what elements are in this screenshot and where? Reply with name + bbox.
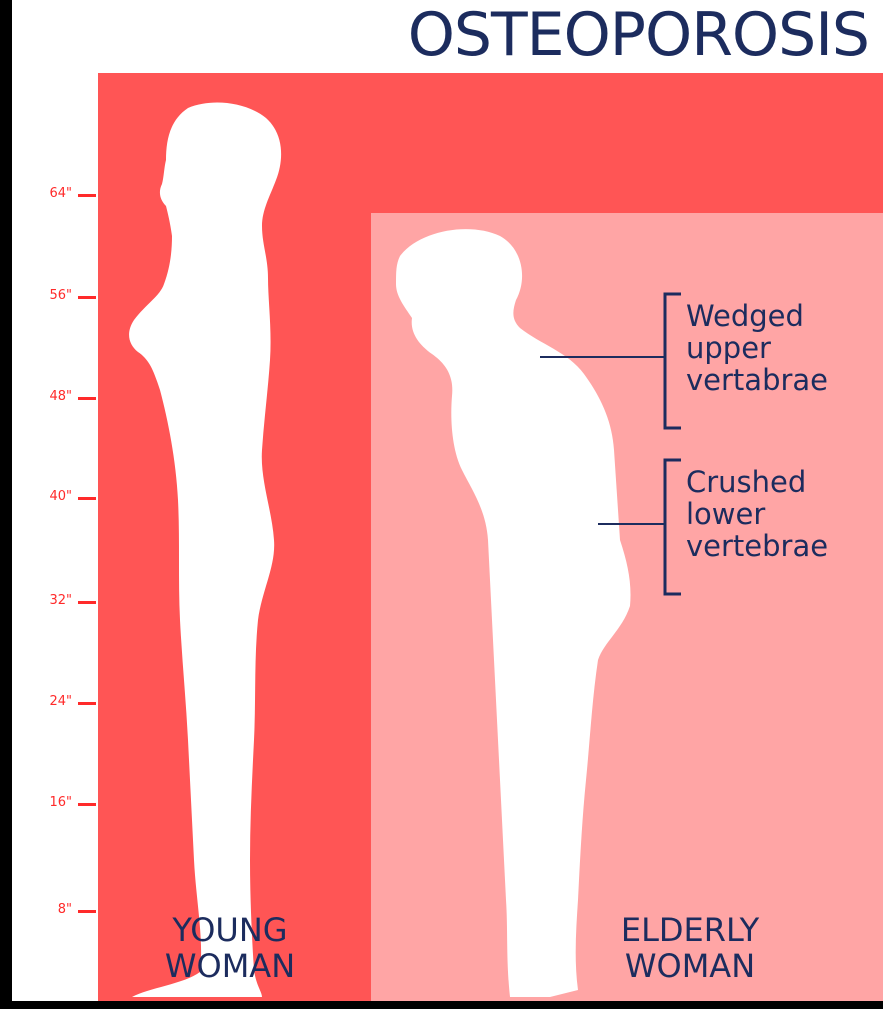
callout-lower-line1: Crushed <box>686 466 828 498</box>
callout-upper-vertebrae: Wedged upper vertabrae <box>686 300 828 396</box>
callout-upper-line2: upper <box>686 332 828 364</box>
elderly-caption-line1: ELDERLY <box>580 912 800 948</box>
young-caption-line2: WOMAN <box>130 948 330 984</box>
bracket-lower <box>665 460 681 594</box>
young-woman-caption: YOUNG WOMAN <box>130 912 330 984</box>
bracket-upper <box>665 294 681 428</box>
elderly-woman-caption: ELDERLY WOMAN <box>580 912 800 984</box>
callout-upper-line3: vertabrae <box>686 364 828 396</box>
bottom-border <box>12 1001 883 1009</box>
elderly-woman-silhouette <box>396 229 631 997</box>
young-woman-silhouette <box>129 103 281 997</box>
callout-lower-line3: vertebrae <box>686 530 828 562</box>
callout-upper-line1: Wedged <box>686 300 828 332</box>
elderly-caption-line2: WOMAN <box>580 948 800 984</box>
callout-lower-vertebrae: Crushed lower vertebrae <box>686 466 828 562</box>
callout-lower-line2: lower <box>686 498 828 530</box>
young-caption-line1: YOUNG <box>130 912 330 948</box>
